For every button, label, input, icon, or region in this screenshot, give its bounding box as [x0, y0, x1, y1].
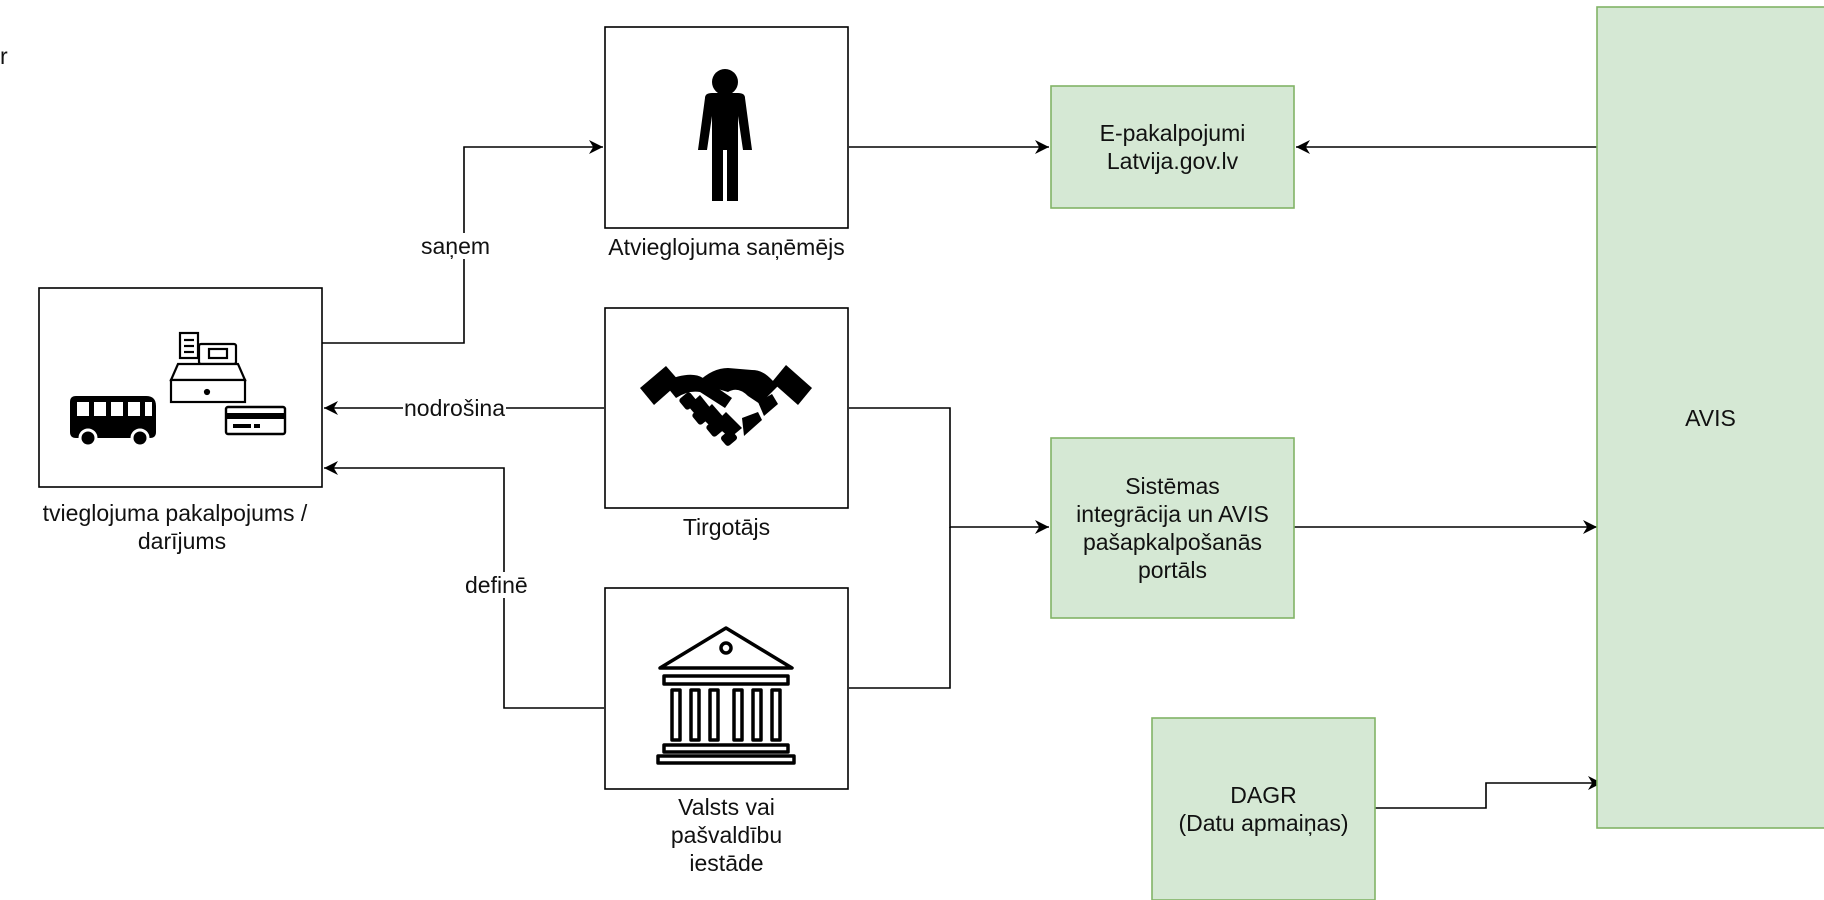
corner-text-fragment: r — [0, 43, 8, 69]
eservices-label-line-1: E-pakalpojumi — [1099, 120, 1246, 146]
integration-label-line-2: integrācija un AVIS — [1076, 501, 1269, 527]
government-building-icon — [656, 626, 796, 765]
institution-label-line-2: pašvaldību — [670, 822, 783, 848]
edge-institution-to-integration — [849, 527, 951, 689]
integration-label-line-1: Sistēmas — [1125, 473, 1220, 499]
edge-dagr-to-avis — [1375, 776, 1602, 809]
integration-label: Sistēmas integrācija un AVIS pašapkalpoš… — [1051, 438, 1294, 618]
service-label-line-2: darījums — [137, 528, 227, 554]
integration-label-line-4: portāls — [1137, 557, 1208, 583]
eservices-box — [1050, 85, 1295, 209]
person-icon — [698, 69, 752, 201]
dagr-label-line-1: DAGR — [1230, 782, 1297, 808]
institution-label: Valsts vai pašvaldību iestāde — [560, 793, 893, 877]
avis-label: AVIS — [1685, 404, 1736, 431]
avis-box — [1596, 6, 1824, 829]
recipient-box — [604, 26, 849, 229]
eservices-label-line-2: Latvija.gov.lv — [1106, 148, 1239, 174]
cash-register-icon — [169, 331, 247, 404]
dagr-box — [1151, 717, 1376, 900]
integration-box — [1050, 437, 1295, 619]
service-label-line-1: tvieglojuma pakalpojums / — [42, 500, 308, 526]
integration-label-line-3: pašapkalpošanās — [1082, 529, 1262, 555]
merchant-box — [604, 307, 849, 509]
bus-icon — [70, 396, 156, 448]
edge-merchant-to-integration — [849, 407, 1049, 534]
edge-label-define: definē — [464, 572, 529, 598]
institution-label-line-1: Valsts vai — [678, 794, 775, 820]
edge-label-nodrosina: nodrošina — [403, 395, 507, 421]
institution-label-line-3: iestāde — [689, 850, 764, 876]
dagr-label-line-2: (Datu apmaiņas) — [1178, 810, 1349, 836]
edge-label-sanem: saņem — [420, 233, 492, 259]
edges — [322, 140, 1602, 809]
eservices-label: E-pakalpojumi Latvija.gov.lv — [1051, 86, 1294, 208]
merchant-label: Tirgotājs — [682, 514, 771, 540]
card-icon — [224, 405, 287, 436]
recipient-label: Atvieglojuma saņēmējs — [608, 234, 845, 260]
handshake-icon — [640, 365, 812, 446]
institution-box — [604, 587, 849, 790]
service-label: tvieglojuma pakalpojums / darījums — [0, 499, 350, 555]
dagr-label: DAGR (Datu apmaiņas) — [1152, 718, 1375, 900]
